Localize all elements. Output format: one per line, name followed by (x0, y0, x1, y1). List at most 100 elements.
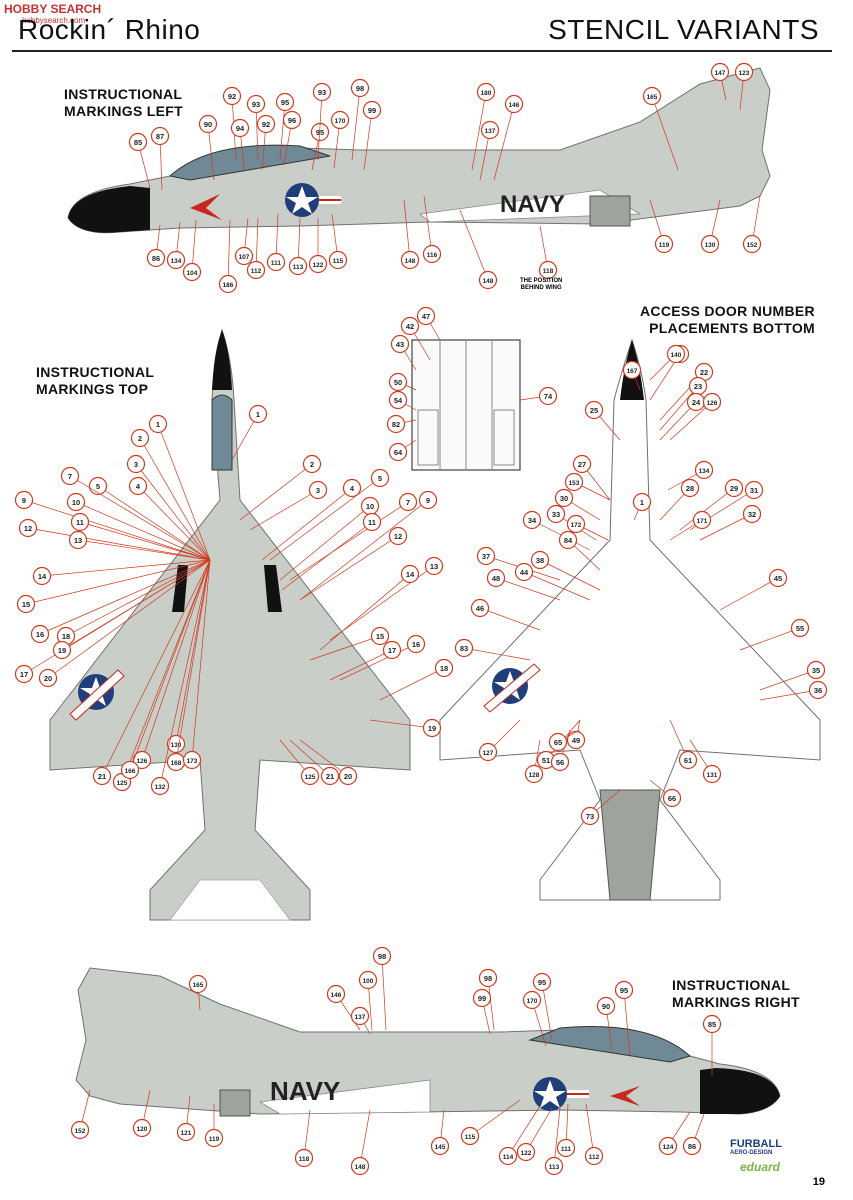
callout-number: 123 (739, 70, 750, 77)
right-callout: 152 (70, 1089, 91, 1140)
callout-number: 104 (187, 270, 198, 277)
callout-number: 29 (730, 484, 738, 493)
callout-number: 113 (293, 264, 304, 271)
right-callout: 115 (460, 1099, 521, 1146)
furball-logo-sub: AERO-DESIGN (730, 1150, 773, 1156)
callout-number: 125 (117, 780, 128, 787)
callout-number: 86 (688, 1142, 696, 1151)
callout-number: 152 (75, 1128, 86, 1135)
left-callout: 87 (150, 126, 170, 191)
right-callout: 98 (372, 946, 392, 1031)
callout-number: 3 (316, 486, 320, 495)
callout-number: 1 (156, 420, 160, 429)
bottom-callout: 172 (566, 514, 609, 541)
callout-number: 33 (552, 510, 560, 519)
callout-number: 168 (171, 760, 182, 767)
callout-number: 14 (406, 570, 415, 579)
top-callout: 132 (150, 559, 211, 796)
top-right-callout: 16 (339, 634, 426, 681)
callout-number: 1 (640, 498, 644, 507)
callout-number: 114 (503, 1154, 514, 1161)
callout-number: 66 (668, 794, 676, 803)
callout-number: 112 (589, 1154, 600, 1161)
callout-number: 121 (181, 1130, 192, 1137)
right-callout: 145 (430, 1109, 450, 1156)
top-callout: 11 (70, 512, 211, 561)
callout-number: 126 (137, 758, 148, 765)
right-callout: 112 (584, 1103, 604, 1166)
callout-number: 165 (647, 94, 658, 101)
bottom-callout: 55 (739, 618, 810, 651)
callout-number: 24 (692, 398, 701, 407)
callout-number: 148 (405, 258, 416, 265)
right-callout: 100 (358, 970, 378, 1031)
left-callout: 170 (330, 110, 350, 169)
callout-number: 134 (699, 468, 710, 475)
top-callout: 2 (130, 428, 211, 561)
callout-number: 21 (326, 772, 334, 781)
bottom-callout: 127 (478, 719, 521, 762)
right-callout: 95 (614, 980, 634, 1057)
callout-number: 56 (556, 758, 564, 767)
callout-number: 5 (96, 482, 100, 491)
callout-number: 118 (299, 1156, 310, 1163)
top-right-callout: 18 (379, 658, 454, 701)
top-right-callout: 17 (329, 640, 402, 681)
callout-number: 43 (396, 340, 404, 349)
bottom-callout: 24 (659, 392, 706, 441)
callout-number: 10 (72, 498, 80, 507)
left-callout: 107 (234, 217, 254, 266)
callout-number: 119 (209, 1136, 220, 1143)
callout-number: 119 (659, 242, 670, 249)
callout-number: 148 (483, 278, 494, 285)
right-callout: 86 (682, 1113, 705, 1156)
callout-number: 14 (38, 572, 47, 581)
right-callout: 121 (176, 1095, 196, 1142)
callout-number: 12 (394, 532, 402, 541)
left-callout: 93 (246, 94, 266, 161)
aircraft-right-profile: NAVY (75, 967, 781, 1117)
callout-number: 115 (333, 258, 344, 265)
callout-number: 120 (137, 1126, 148, 1133)
callout-number: 95 (538, 978, 546, 987)
callout-number: 148 (355, 1164, 366, 1171)
top-right-callout: 3 (249, 480, 328, 531)
callout-number: 27 (578, 460, 586, 469)
callout-number: 94 (236, 124, 245, 133)
aircraft-top-view (49, 328, 411, 921)
callout-number: 73 (586, 812, 594, 821)
bottom-callout: 28 (659, 478, 700, 521)
callout-number: 85 (134, 138, 142, 147)
watermark-sub: hobbysearch.com (22, 16, 86, 25)
left-callout: 90 (198, 114, 218, 181)
top-callout: 126 (132, 559, 211, 770)
callout-number: 95 (620, 986, 628, 995)
callout-number: 170 (527, 998, 538, 1005)
callout-number: 7 (406, 498, 410, 507)
callout-number: 18 (440, 664, 448, 673)
callout-number: 9 (426, 496, 430, 505)
callout-number: 146 (331, 992, 342, 999)
callout-number: 125 (305, 774, 316, 781)
right-callout: 122 (516, 1107, 553, 1162)
top-callout: 13 (68, 530, 211, 561)
top-right-callout: 7 (289, 492, 418, 581)
callout-number: 112 (251, 268, 262, 275)
callout-number: 107 (239, 254, 250, 261)
page-number: 19 (812, 1176, 825, 1188)
callout-number: 55 (796, 624, 804, 633)
top-callout: 16 (30, 559, 211, 644)
top-right-callout: 14 (319, 564, 420, 651)
left-callout: 96 (282, 110, 302, 166)
callout-number: 17 (20, 670, 28, 679)
left-callout: 99 (362, 100, 382, 171)
callout-number: 11 (76, 518, 84, 527)
callout-number: 30 (560, 494, 568, 503)
header-rule (12, 50, 832, 52)
callout-number: 165 (193, 982, 204, 989)
callout-number: 84 (564, 536, 573, 545)
left-callout: 104 (182, 219, 202, 282)
bottom-callout: 66 (649, 779, 682, 808)
left-callout: 130 (700, 199, 721, 254)
